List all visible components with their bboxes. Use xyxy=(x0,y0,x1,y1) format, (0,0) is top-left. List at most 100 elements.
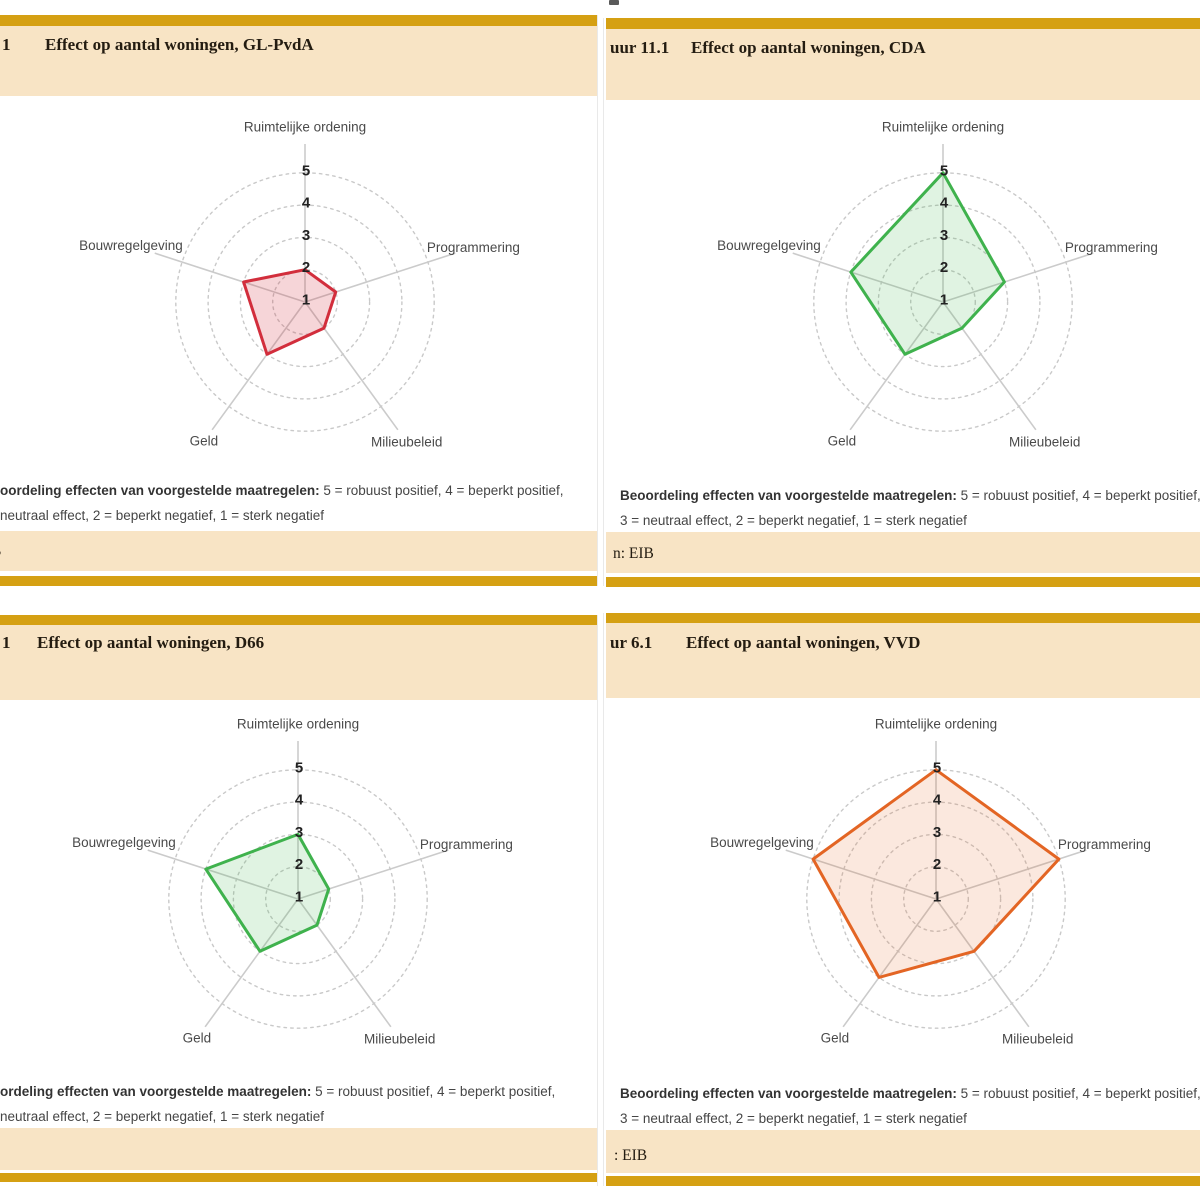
figure-title-band: ur 6.1 Effect op aantal woningen, VVD xyxy=(606,623,1200,698)
radar-axis-label: Programmering xyxy=(427,240,520,255)
gold-bar-top xyxy=(0,615,597,625)
footnote-bold: Beoordeling effecten van voorgestelde ma… xyxy=(620,488,957,503)
radar-axis-label: Geld xyxy=(828,434,857,449)
radar-axis-line xyxy=(792,252,944,303)
radar-data-polygon xyxy=(811,768,1061,979)
radar-tick-label: 1 xyxy=(940,292,948,309)
footnote-rest: 5 = robuust positief, 4 = beperkt positi… xyxy=(956,488,1200,503)
footnote: ordeling effecten van voorgestelde maatr… xyxy=(0,1079,597,1129)
radar-tick-label: 2 xyxy=(295,856,303,873)
footnote: Beoordeling effecten van voorgestelde ma… xyxy=(620,483,1200,533)
footnote: oordeling effecten van voorgestelde maat… xyxy=(0,478,597,528)
figure-panel-cda: uur 11.1 Effect op aantal woningen, CDA … xyxy=(600,0,1200,600)
radar-axis-line xyxy=(204,898,299,1028)
figure-panel-vvd: ur 6.1 Effect op aantal woningen, VVD 5 4… xyxy=(600,600,1200,1200)
figure-title-band: 1 Effect op aantal woningen, D66 xyxy=(0,625,597,700)
source-band: : EIB xyxy=(606,1130,1200,1173)
radar-grid-ring xyxy=(168,769,428,1029)
radar-axis-label: Geld xyxy=(183,1031,212,1046)
radar-tick-label: 2 xyxy=(933,856,941,873)
radar-data-polygon xyxy=(204,832,331,953)
footnote-line-2: 3 = neutraal effect, 2 = beperkt negatie… xyxy=(620,1111,967,1126)
figure-title: Effect op aantal woningen, VVD xyxy=(686,633,921,652)
radar-tick-label: 5 xyxy=(295,759,303,776)
footnote-line-1: oordeling effecten van voorgestelde maat… xyxy=(0,478,597,503)
footnote-rest: 5 = robuust positief, 4 = beperkt positi… xyxy=(311,1084,556,1099)
radar-grid-ring xyxy=(272,269,339,336)
radar-axis-label: Bouwregelgeving xyxy=(72,835,176,850)
figure-number-fragment: 1 xyxy=(2,633,11,652)
radar-axis-label: Bouwregelgeving xyxy=(79,238,183,253)
figure-number-fragment: uur 11.1 xyxy=(610,38,670,57)
radar-tick-label: 3 xyxy=(295,824,303,841)
gold-bar-bottom xyxy=(606,1176,1200,1186)
radar-axis-line xyxy=(304,252,456,303)
radar-axis-label: Geld xyxy=(190,434,219,449)
radar-axis-line xyxy=(297,898,392,1028)
footnote-rest: 5 = robuust positief, 4 = beperkt positi… xyxy=(956,1086,1200,1101)
figure-number-fragment: 1 xyxy=(2,35,11,54)
gold-bar-bottom xyxy=(606,577,1200,587)
footnote-rest: 5 = robuust positief, 4 = beperkt positi… xyxy=(319,483,564,498)
radar-axis-label: Milieubeleid xyxy=(1009,434,1080,449)
radar-axis-label: Programmering xyxy=(1065,240,1158,255)
figure-title-band: uur 11.1 Effect op aantal woningen, CDA xyxy=(606,29,1200,100)
radar-axis-line xyxy=(935,849,1087,900)
gold-bar-bottom xyxy=(0,576,597,586)
source-text: n: EIB xyxy=(613,545,654,562)
radar-axis-label: Programmering xyxy=(1058,837,1151,852)
footnote-bold: oordeling effecten van voorgestelde maat… xyxy=(0,483,320,498)
radar-axis-label: Bouwregelgeving xyxy=(710,835,814,850)
radar-tick-label: 5 xyxy=(302,162,310,179)
card-right-edge xyxy=(597,615,598,1186)
radar-tick-label: 1 xyxy=(295,889,303,906)
footnote-bold: ordeling effecten van voorgestelde maatr… xyxy=(0,1084,312,1099)
radar-axis-line xyxy=(154,252,306,303)
radar-tick-label: 3 xyxy=(933,824,941,841)
radar-axis-line xyxy=(147,849,299,900)
radar-axis-line xyxy=(211,301,306,431)
figure-number-fragment: ur 6.1 xyxy=(610,633,653,652)
radar-tick-label: 4 xyxy=(295,792,304,809)
footnote-line-2: neutraal effect, 2 = beperkt negatief, 1… xyxy=(0,508,324,523)
gold-bar-top xyxy=(0,15,597,26)
source-band xyxy=(0,1128,597,1170)
radar-grid-ring xyxy=(910,269,977,336)
radar-axis-label: Bouwregelgeving xyxy=(717,238,821,253)
footnote-line-1: Beoordeling effecten van voorgestelde ma… xyxy=(620,483,1200,508)
card-right-edge xyxy=(597,15,598,586)
footnote-line-2: neutraal effect, 2 = beperkt negatief, 1… xyxy=(0,1109,324,1124)
footnote-line-2: 3 = neutraal effect, 2 = beperkt negatie… xyxy=(620,513,967,528)
figure-title-band: 1 Effect op aantal woningen, GL-PvdA xyxy=(0,26,597,96)
radar-grid-ring xyxy=(175,172,435,432)
radar-axis-line xyxy=(785,849,937,900)
source-text: B xyxy=(0,543,1,561)
radar-axis-line xyxy=(942,252,1094,303)
radar-data-polygon xyxy=(849,171,1006,356)
radar-tick-label: 5 xyxy=(940,162,948,179)
source-text: : EIB xyxy=(614,1147,648,1164)
gold-bar-top xyxy=(606,18,1200,29)
source-band: n: EIB xyxy=(606,532,1200,573)
radar-tick-label: 2 xyxy=(302,259,310,276)
radar-tick-label: 4 xyxy=(933,792,942,809)
radar-tick-label: 4 xyxy=(302,195,311,212)
radar-axis-line xyxy=(297,849,449,900)
footnote: Beoordeling effecten van voorgestelde ma… xyxy=(620,1081,1200,1131)
footnote-line-1: Beoordeling effecten van voorgestelde ma… xyxy=(620,1081,1200,1106)
radar-tick-label: 1 xyxy=(302,292,310,309)
figure-title: Effect op aantal woningen, GL-PvdA xyxy=(45,35,314,54)
radar-axis-line xyxy=(942,301,1037,431)
radar-axis-label: Geld xyxy=(821,1031,850,1046)
source-band: B xyxy=(0,531,597,571)
radar-tick-label: 5 xyxy=(933,759,941,776)
crop-remnant-mark xyxy=(609,0,619,5)
radar-grid-ring xyxy=(806,769,1066,1029)
radar-grid-ring xyxy=(265,866,332,933)
radar-tick-label: 3 xyxy=(940,227,948,244)
